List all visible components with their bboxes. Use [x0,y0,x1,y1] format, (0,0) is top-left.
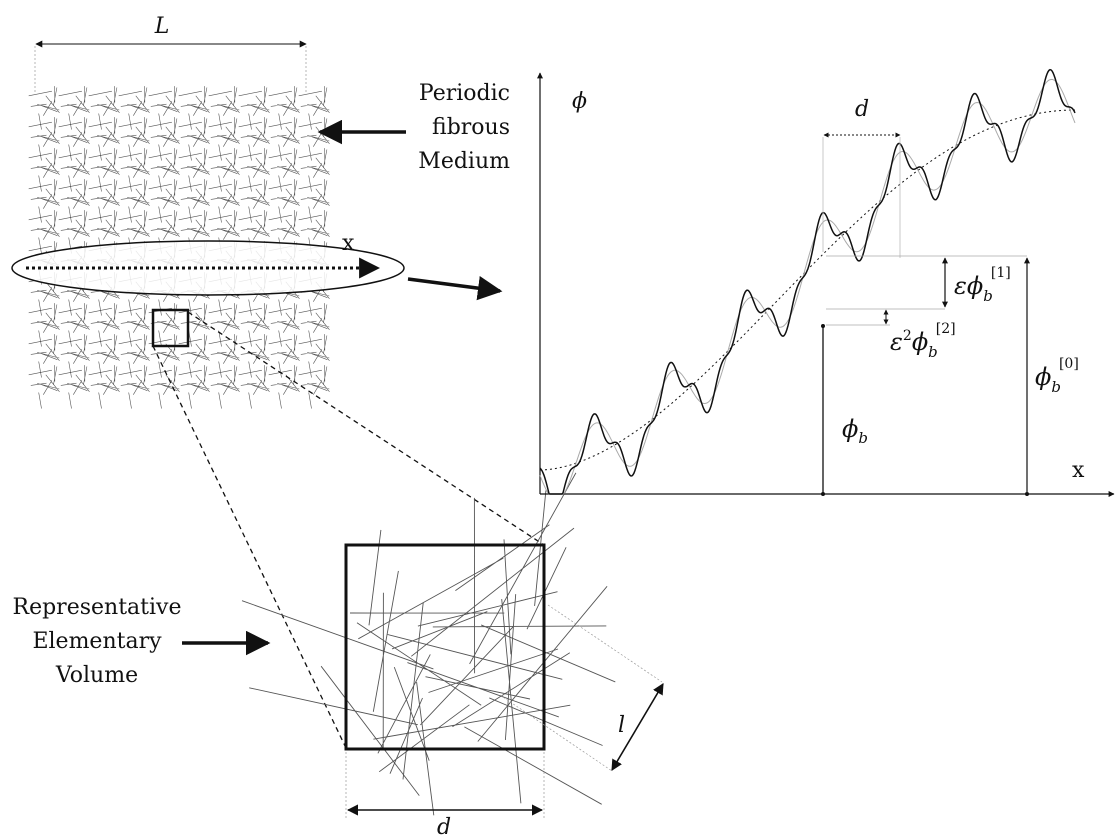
mean-trend-curve [540,109,1075,471]
rev-size-label: d [437,815,451,839]
rev-caption-line-3: Volume [55,663,138,688]
phi-b-base-point [821,492,825,496]
oscillating-potential-curve [539,68,1076,495]
rev-panel: Representative Elementary Volume d l [13,472,664,839]
cross-section-x-label: x [342,231,355,256]
period-label: d [855,97,869,122]
fiber-length-label: l [618,713,625,738]
first-order-curve [539,78,1076,495]
graph-y-axis-label: ϕ [572,89,587,114]
fibrous-medium: L Periodic fibrous Medium x [11,14,545,749]
medium-caption-line-2: fibrous [432,115,510,140]
medium-caption-line-3: Medium [418,149,510,174]
phi-b0-base-point [1025,492,1029,496]
rev-caption-line-1: Representative [13,595,182,620]
graph-x-axis-label: x [1072,458,1085,483]
rev-selection-box [151,308,190,348]
zoom-line-right [187,311,545,546]
rev-box [344,543,546,751]
medium-caption-line-1: Periodic [419,81,510,106]
phi-b0-label: ϕb[0] [1035,356,1079,396]
zoom-line-left [152,345,347,749]
fiber-length-guide-top [547,604,663,683]
rev-fiber-set [241,472,616,816]
cross-section-to-graph-arrow [407,276,503,301]
potential-graph: ϕ x d ϕb ϕb[0] εϕb[1] [537,68,1115,497]
fiber-length-guide-bottom [499,694,613,772]
phi-b-point [821,324,825,328]
eps2-phi-b2-label: ε2ϕb[2] [890,321,956,361]
eps-phi-b1-label: εϕb[1] [954,265,1011,305]
phi-b-label: ϕb [842,415,868,447]
fiber-length-dimension [611,683,664,771]
rev-fiber-paths [241,472,616,816]
rev-caption-line-2: Elementary [32,629,162,654]
medium-width-label: L [154,14,170,39]
